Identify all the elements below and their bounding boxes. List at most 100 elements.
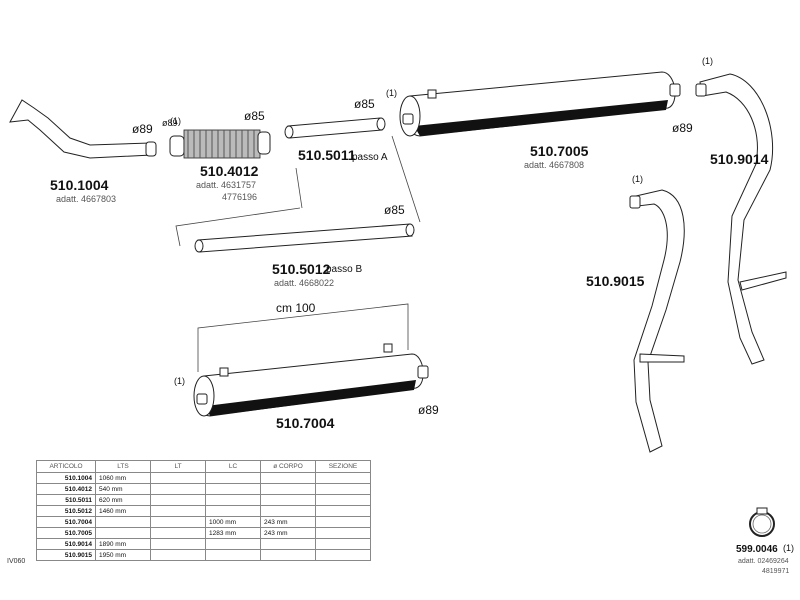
table-cell-lt <box>150 538 206 550</box>
part-510-4012-drawing <box>169 129 271 159</box>
part-510-4012-note: (1) <box>170 116 181 126</box>
part-510-5012-code: 510.5012 <box>272 261 331 277</box>
clamp-599-0046-code: 599.0046 <box>736 544 778 555</box>
part-510-4012-code: 510.4012 <box>200 163 259 179</box>
table-cell-lts <box>95 527 151 539</box>
table-cell-article: 510.5011 <box>36 494 96 506</box>
part-510-7004-code: 510.7004 <box>276 415 335 431</box>
spec-table-header: SEZIONE <box>315 460 371 473</box>
table-cell-lts: 1460 mm <box>95 505 151 517</box>
table-cell-sezione <box>315 483 371 495</box>
table-cell-corpo: 243 mm <box>260 516 316 528</box>
part-510-4012-sub-1: adatt. 4631757 <box>196 180 256 190</box>
spec-table-header: LT <box>150 460 206 473</box>
table-cell-sezione <box>315 538 371 550</box>
table-row: 510.4012 540 mm <box>36 483 371 495</box>
part-510-7004-diameter: ø89 <box>418 403 439 417</box>
table-cell-lt <box>150 527 206 539</box>
clamp-599-0046-note: (1) <box>783 543 794 553</box>
table-cell-lts: 1890 mm <box>95 538 151 550</box>
part-510-5012-drawing <box>194 223 415 253</box>
part-510-7005-drawing <box>399 71 681 137</box>
page-code: IV060 <box>7 558 26 565</box>
part-510-9015-drawing <box>629 189 685 453</box>
table-cell-corpo <box>260 494 316 506</box>
table-cell-sezione <box>315 527 371 539</box>
part-510-1004-drawing <box>9 99 157 159</box>
table-cell-corpo <box>260 549 316 561</box>
table-cell-sezione <box>315 516 371 528</box>
table-cell-lc <box>205 538 261 550</box>
part-510-5012-passo: passo B <box>326 264 362 275</box>
table-cell-lc <box>205 505 261 517</box>
table-cell-corpo <box>260 505 316 517</box>
part-510-9015-note: (1) <box>632 174 643 184</box>
spec-table-header: LTS <box>95 460 151 473</box>
part-510-1004-diameter-label: ø89 <box>132 122 153 136</box>
part-510-5012-diameter: ø85 <box>384 203 405 217</box>
part-510-1004-sub: adatt. 4667803 <box>56 194 116 204</box>
part-510-7005-diameter: ø89 <box>672 121 693 135</box>
table-row: 510.1004 1060 mm <box>36 472 371 484</box>
clamp-599-0046-sub-1: adatt. 02469264 <box>738 558 789 565</box>
part-510-7004-drawing <box>193 343 429 417</box>
table-cell-lt <box>150 516 206 528</box>
table-cell-article: 510.5012 <box>36 505 96 517</box>
table-cell-lc: 1283 mm <box>205 527 261 539</box>
part-510-9015-code: 510.9015 <box>586 273 645 289</box>
table-cell-lts: 540 mm <box>95 483 151 495</box>
table-cell-article: 510.7005 <box>36 527 96 539</box>
table-cell-article: 510.9015 <box>36 549 96 561</box>
part-510-7004-length: cm 100 <box>276 301 316 315</box>
table-cell-lc <box>205 549 261 561</box>
part-510-9014-code: 510.9014 <box>710 151 769 167</box>
table-cell-lc <box>205 472 261 484</box>
table-row: 510.7004 1000 mm 243 mm <box>36 516 371 528</box>
table-cell-lt <box>150 472 206 484</box>
table-cell-lc <box>205 483 261 495</box>
table-cell-article: 510.9014 <box>36 538 96 550</box>
part-510-5011-passo: passo A <box>352 152 388 163</box>
spec-table-header: ARTICOLO <box>36 460 96 473</box>
table-row: 510.5012 1460 mm <box>36 505 371 517</box>
part-510-5011-diameter: ø85 <box>354 97 375 111</box>
table-row: 510.9015 1950 mm <box>36 549 371 561</box>
table-cell-corpo <box>260 472 316 484</box>
table-row: 510.9014 1890 mm <box>36 538 371 550</box>
spec-table-header: ø CORPO <box>260 460 316 473</box>
part-510-5011-drawing <box>284 117 386 139</box>
table-cell-lts: 620 mm <box>95 494 151 506</box>
part-510-9014-note: (1) <box>702 56 713 66</box>
table-row: 510.7005 1283 mm 243 mm <box>36 527 371 539</box>
table-cell-lts: 1950 mm <box>95 549 151 561</box>
table-cell-sezione <box>315 505 371 517</box>
part-510-1004-code: 510.1004 <box>50 177 109 193</box>
table-cell-lts <box>95 516 151 528</box>
table-cell-sezione <box>315 549 371 561</box>
table-cell-lt <box>150 483 206 495</box>
table-row: 510.5011 620 mm <box>36 494 371 506</box>
part-510-7004-note: (1) <box>174 376 185 386</box>
table-cell-corpo <box>260 483 316 495</box>
clamp-599-0046-sub-2: 4819971 <box>762 568 789 575</box>
table-cell-corpo <box>260 538 316 550</box>
part-510-5011-code: 510.5011 <box>298 147 356 163</box>
spec-table: ARTICOLO LTS LT LC ø CORPO SEZIONE 510.1… <box>36 460 371 561</box>
table-cell-lts: 1060 mm <box>95 472 151 484</box>
table-cell-sezione <box>315 494 371 506</box>
table-cell-lt <box>150 505 206 517</box>
table-cell-lc: 1000 mm <box>205 516 261 528</box>
spec-table-header: LC <box>205 460 261 473</box>
part-510-4012-diameter: ø85 <box>244 109 265 123</box>
part-510-5012-sub: adatt. 4668022 <box>274 278 334 288</box>
table-cell-lc <box>205 494 261 506</box>
part-510-1004-diameter: ø89 <box>162 118 178 128</box>
part-510-9014-drawing <box>695 73 787 365</box>
table-cell-lt <box>150 494 206 506</box>
part-510-7005-note: (1) <box>386 88 397 98</box>
part-510-7005-sub: adatt. 4667808 <box>524 160 584 170</box>
table-cell-sezione <box>315 472 371 484</box>
clamp-599-0046-drawing <box>749 507 775 537</box>
table-cell-article: 510.1004 <box>36 472 96 484</box>
